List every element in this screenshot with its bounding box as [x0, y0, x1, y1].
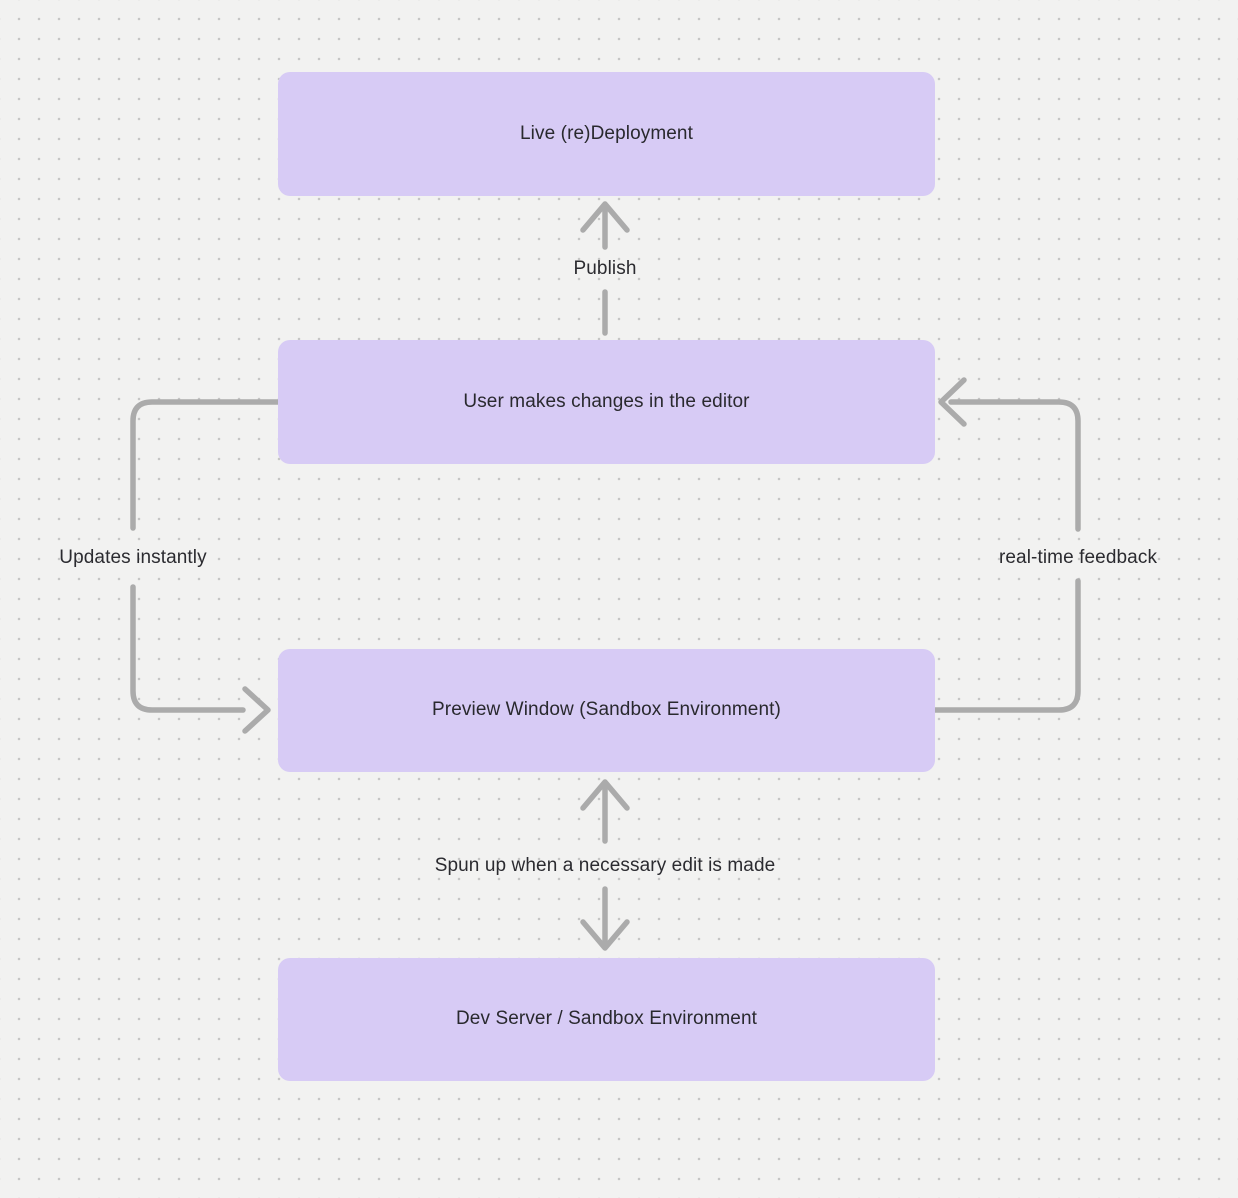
edge-spun-up-arrow [580, 779, 630, 951]
edge-label-spun-up: Spun up when a necessary edit is made [434, 855, 776, 876]
node-live-deployment: Live (re)Deployment [278, 72, 935, 196]
edge-label-updates-instantly: Updates instantly [59, 547, 207, 568]
node-dev-server-label: Dev Server / Sandbox Environment [455, 1008, 757, 1030]
edge-label-publish: Publish [573, 258, 637, 279]
node-dev-server: Dev Server / Sandbox Environment [278, 958, 935, 1081]
node-live-deployment-label: Live (re)Deployment [520, 122, 693, 144]
node-preview-window: Preview Window (Sandbox Environment) [278, 649, 935, 772]
edge-publish-arrow [580, 201, 630, 336]
edge-label-realtime-feedback: real-time feedback [998, 547, 1158, 568]
node-user-edits: User makes changes in the editor [278, 340, 935, 464]
node-preview-window-label: Preview Window (Sandbox Environment) [432, 699, 781, 721]
edge-realtime-feedback-arrow [932, 377, 1081, 713]
edge-updates-instantly-arrow [130, 399, 281, 734]
node-user-edits-label: User makes changes in the editor [463, 390, 750, 412]
